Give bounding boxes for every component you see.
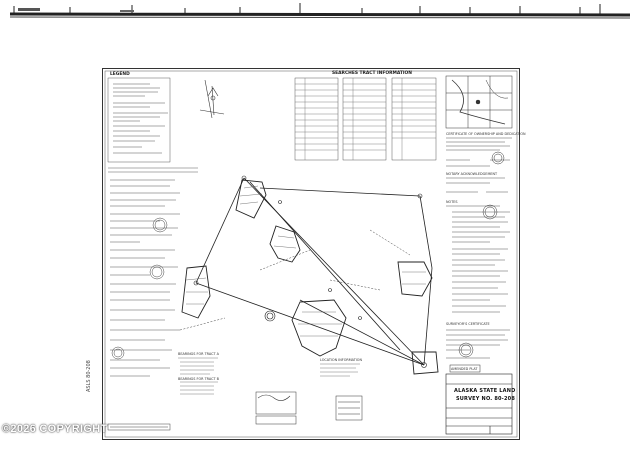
certificate-title: CERTIFICATE OF OWNERSHIP AND DEDICATION <box>446 132 526 136</box>
notary-title: NOTARY ACKNOWLEDGEMENT <box>446 172 498 176</box>
parcel-boundaries <box>195 177 433 366</box>
plat-title-line-1: ALASKA STATE LAND <box>454 388 516 394</box>
amended-plat-label: AMENDED PLAT <box>451 367 478 371</box>
tract-polygons <box>181 179 439 375</box>
right-seals <box>458 151 505 358</box>
legend-title: LEGEND <box>110 72 130 77</box>
bearing-tables <box>178 357 360 395</box>
survey-monuments <box>193 175 427 368</box>
title-block <box>445 373 513 435</box>
scan-edge-strip <box>9 3 631 19</box>
surveyor-certificate-title: SURVEYOR'S CERTIFICATE <box>446 322 490 326</box>
legend-text-lines <box>113 83 168 154</box>
north-arrow-sketch <box>199 79 225 119</box>
left-seals <box>111 217 168 360</box>
copyright-watermark: ©2026 COPYRIGHT <box>2 423 108 435</box>
bottom-left-strip <box>107 423 171 431</box>
bearings-tract-a-label: BEARINGS FOR TRACT A <box>178 352 219 356</box>
tract-info-tables <box>294 77 437 161</box>
amended-plat-box <box>449 364 481 373</box>
vicinity-map <box>445 75 513 129</box>
notes-title: NOTES <box>446 200 458 204</box>
margin-handwritten-note: ASLS 80-208 <box>86 360 92 392</box>
bearings-tract-b-label: BEARINGS FOR TRACT B <box>178 377 219 381</box>
tract-table-title: SEARCHES TRACT INFORMATION <box>332 71 412 76</box>
plat-title-line-2: SURVEY NO. 80-208 <box>456 396 515 402</box>
tract-table-rows <box>295 78 436 160</box>
legend-block <box>107 77 198 173</box>
location-info-title: LOCATION INFORMATION <box>320 358 362 362</box>
tract-hatching <box>185 185 426 337</box>
left-info-lines <box>110 179 180 377</box>
easement-lines <box>179 229 411 331</box>
right-text-lines <box>446 137 512 359</box>
survey-plat-sheet <box>102 68 520 440</box>
bottom-center-blocks <box>255 391 363 425</box>
